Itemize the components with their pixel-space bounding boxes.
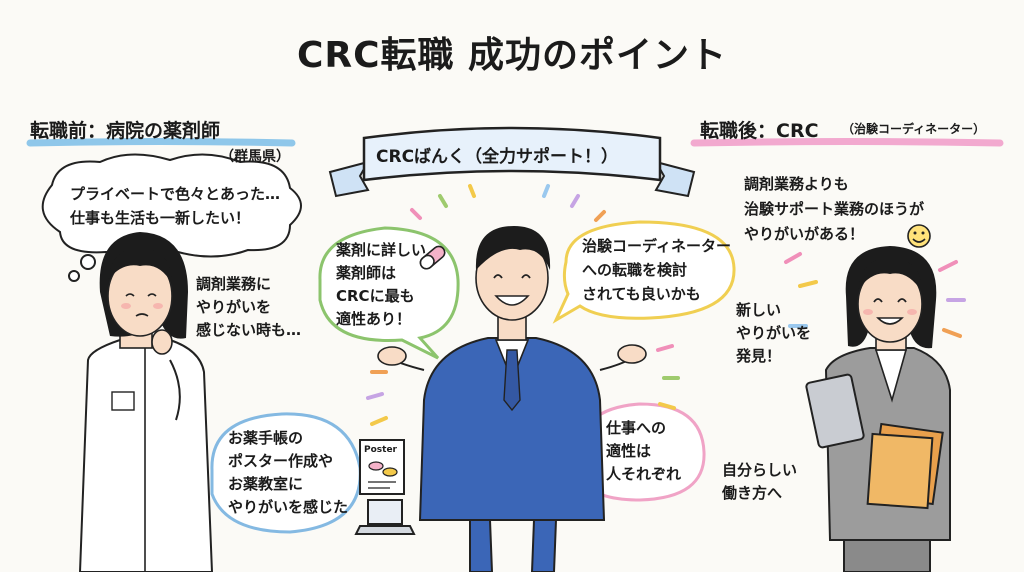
advisor-right-bubble xyxy=(552,220,736,324)
poster-label: Poster xyxy=(364,445,397,455)
worry-line-1: 調剤業務に xyxy=(196,275,272,293)
worry-line-3: 感じない時も… xyxy=(196,321,302,339)
advisor-left-line-1: 薬剤に詳しい xyxy=(336,241,427,259)
before-heading: 転職前：病院の薬剤師 xyxy=(30,120,221,142)
discover-line-2: やりがいを xyxy=(736,324,812,342)
advisor-left-line-2: 薬剤師は xyxy=(336,264,397,282)
pharmacist-figure xyxy=(78,232,214,572)
advisor-left-line-3: CRCに最も xyxy=(336,287,415,305)
sparkle-lines xyxy=(366,184,966,426)
advisor-right-line-1: 治験コーディネーター xyxy=(582,237,731,255)
after-statement-line-3: やりがいがある！ xyxy=(744,225,865,243)
pill-icon xyxy=(419,245,446,270)
after-heading-note: （治験コーディネーター） xyxy=(842,122,986,136)
poster-card xyxy=(359,439,405,495)
banner-ribbon xyxy=(328,126,696,198)
after-heading: 転職後：CRC xyxy=(700,120,819,142)
likes-line-3: お薬教室に xyxy=(228,475,304,493)
banner-text: CRCばんく（全力サポート！） xyxy=(376,147,619,167)
thought-line-2: 仕事も生活も一新したい！ xyxy=(70,209,251,227)
advisor-bottom-line-2: 適性は xyxy=(606,442,652,460)
likes-line-4: やりがいを感じた xyxy=(228,498,349,516)
discover-line-3: 発見！ xyxy=(736,347,782,365)
crc-figure xyxy=(805,246,951,572)
advisor-right-line-3: されても良いかも xyxy=(582,285,701,303)
likes-line-1: お薬手帳の xyxy=(228,429,304,447)
advisor-right-line-2: への転職を検討 xyxy=(582,261,688,279)
advisor-bottom-line-1: 仕事への xyxy=(606,419,667,437)
after-heading-underline xyxy=(690,138,1004,147)
advisor-figure xyxy=(377,226,647,572)
style-line-2: 働き方へ xyxy=(722,484,783,502)
advisor-bottom-line-3: 人それぞれ xyxy=(606,465,682,483)
thought-cloud xyxy=(41,153,302,282)
likes-line-2: ポスター作成や xyxy=(228,452,334,470)
worry-line-2: やりがいを xyxy=(196,298,272,316)
page-title: CRC転職 成功のポイント xyxy=(296,35,728,76)
style-line-1: 自分らしい xyxy=(722,461,798,479)
before-location: （群馬県） xyxy=(220,149,290,165)
advisor-left-line-4: 適性あり！ xyxy=(336,310,412,328)
smiley-icon xyxy=(907,224,931,248)
after-statement-line-1: 調剤業務よりも xyxy=(744,175,849,193)
thought-line-1: プライベートで色々とあった… xyxy=(70,185,281,203)
before-heading-underline xyxy=(26,138,296,147)
discover-line-1: 新しい xyxy=(736,301,782,319)
laptop-icon xyxy=(354,499,416,535)
after-statement-line-2: 治験サポート業務のほうが xyxy=(744,200,925,218)
